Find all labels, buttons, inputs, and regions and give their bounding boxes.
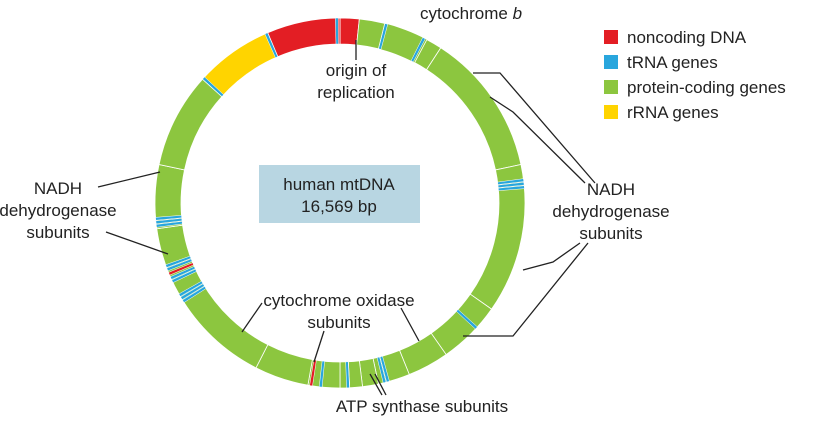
trna-gene-mark	[456, 309, 478, 330]
trna-gene-mark	[345, 361, 350, 389]
leader-nadh-left-bottom	[105, 231, 169, 255]
leader-cox-3	[400, 307, 420, 342]
legend-label-rrna: rRNA genes	[627, 103, 719, 122]
trna-gene-mark	[182, 286, 207, 303]
label-nadh-right-2: dehydrogenase	[552, 202, 669, 221]
legend-label-noncoding: noncoding DNA	[627, 28, 747, 47]
leader-cox-1	[241, 302, 263, 333]
legend-swatch-trna	[604, 55, 618, 69]
ring-segment-protein	[426, 47, 522, 171]
legend: noncoding DNA tRNA genes protein-coding ge…	[604, 28, 786, 122]
leader-nadh-right-1	[473, 72, 596, 184]
label-nadh-left-1: NADH	[34, 179, 82, 198]
trna-gene-mark	[155, 215, 182, 221]
trna-gene-mark	[378, 23, 389, 50]
trna-gene-mark	[379, 355, 390, 383]
label-cox-2: subunits	[307, 313, 370, 332]
label-origin-line1: origin of	[326, 61, 387, 80]
label-cytochrome-b: cytochrome b	[420, 4, 522, 23]
trna-gene-mark	[410, 37, 426, 63]
trna-gene-mark	[178, 280, 204, 297]
ring-segment-protein	[469, 183, 526, 310]
trna-gene-mark	[376, 356, 387, 384]
leader-atp-2	[369, 373, 383, 396]
noncoding-mark	[168, 262, 194, 276]
trna-gene-mark	[166, 258, 193, 272]
leader-nadh-left-top	[97, 171, 161, 188]
trna-gene-mark	[318, 360, 325, 388]
leader-nadh-right-4	[463, 242, 589, 337]
leader-nadh-right-2	[489, 96, 586, 184]
genome-ring	[154, 17, 526, 389]
trna-gene-mark	[165, 255, 192, 268]
leader-atp-1	[374, 373, 387, 396]
trna-gene-mark	[497, 181, 525, 188]
legend-label-protein: protein-coding genes	[627, 78, 786, 97]
leader-cox-2	[313, 330, 325, 363]
center-box-size: 16,569 bp	[301, 197, 377, 216]
legend-swatch-protein	[604, 80, 618, 94]
label-nadh-right-3: subunits	[579, 224, 642, 243]
noncoding-mark	[309, 359, 317, 387]
ring-segment-protein	[158, 78, 223, 171]
trna-gene-mark	[170, 266, 196, 280]
leader-nadh-right-3	[522, 242, 581, 271]
center-box-title: human mtDNA	[283, 175, 395, 194]
trna-gene-mark	[180, 283, 205, 300]
center-box	[259, 165, 420, 223]
label-nadh-left-3: subunits	[26, 223, 89, 242]
label-nadh-right-1: NADH	[587, 180, 635, 199]
label-nadh-left-2: dehydrogenase	[0, 201, 117, 220]
legend-label-trna: tRNA genes	[627, 53, 718, 72]
legend-swatch-rrna	[604, 105, 618, 119]
label-origin-line2: replication	[317, 83, 395, 102]
trna-gene-mark	[264, 32, 279, 59]
ring-segment-noncoding	[267, 17, 341, 58]
trna-gene-mark	[335, 17, 339, 45]
trna-gene-mark	[155, 221, 183, 228]
legend-swatch-noncoding	[604, 30, 618, 44]
label-cox-1: cytochrome oxidase	[263, 291, 414, 310]
label-atp: ATP synthase subunits	[336, 397, 508, 416]
trna-gene-mark	[497, 178, 525, 185]
trna-gene-mark	[202, 76, 224, 97]
trna-gene-mark	[498, 185, 525, 191]
trna-gene-mark	[171, 268, 197, 283]
trna-gene-mark	[155, 218, 183, 225]
